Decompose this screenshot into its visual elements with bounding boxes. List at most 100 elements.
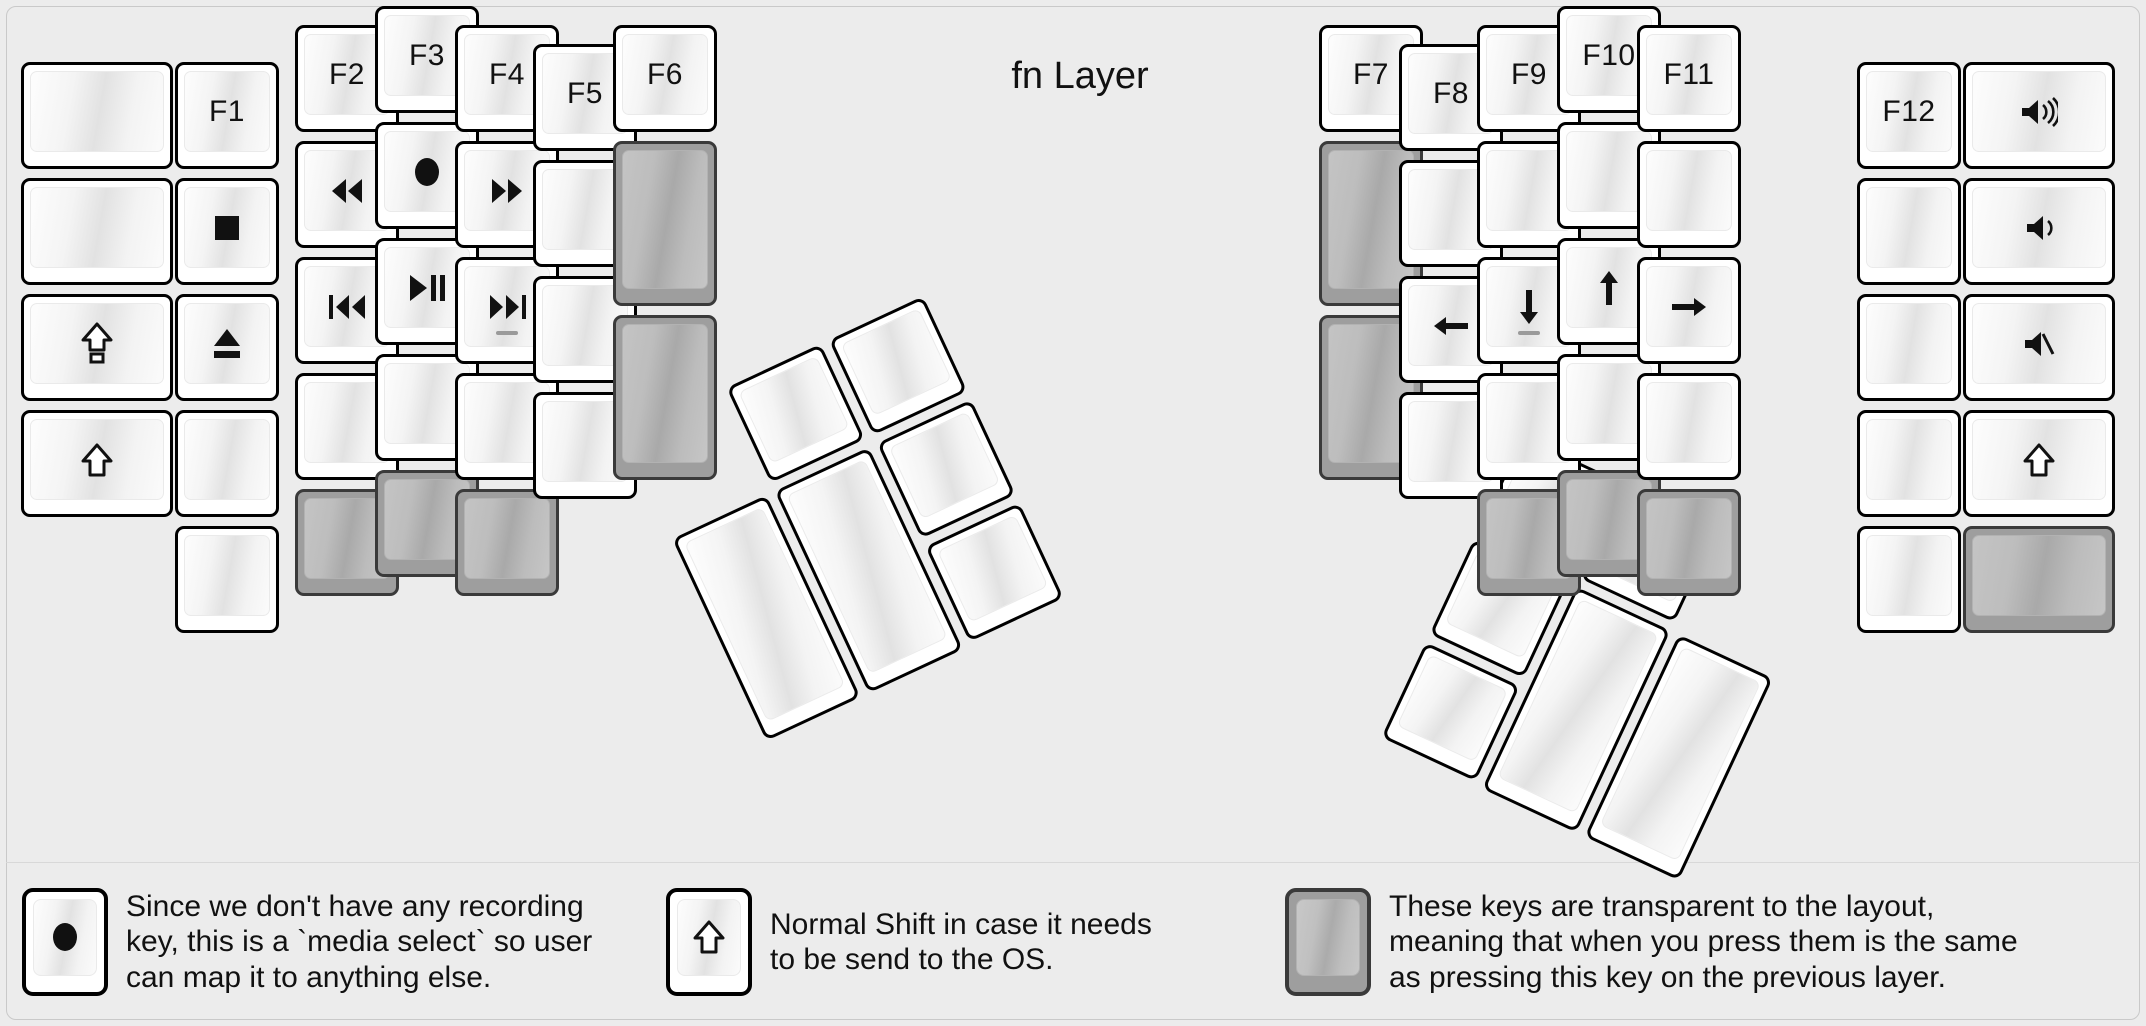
media-record-icon	[26, 892, 104, 992]
key-label: F9	[1510, 57, 1547, 91]
key-left-col-outer-left-0[interactable]	[21, 62, 173, 169]
volume-mute-icon	[1966, 297, 2112, 398]
homing-bar	[496, 331, 518, 335]
media-record-icon	[378, 125, 476, 226]
key-cap	[1866, 71, 1952, 152]
key-right-col-ring-r-0[interactable]: F11	[1637, 25, 1741, 132]
key-right-col-pinky-r-4[interactable]	[1857, 526, 1961, 633]
key-blank	[1860, 181, 1958, 282]
key-cap	[184, 71, 270, 152]
key-label: F1	[208, 94, 245, 128]
legend-key-0	[22, 888, 108, 996]
key-blank	[616, 318, 714, 477]
media-rewind-icon	[298, 144, 396, 245]
media-play-pause-icon	[378, 241, 476, 342]
key-label: F4	[488, 57, 525, 91]
key-left-col-pinky-1[interactable]	[175, 178, 279, 285]
key-right-col-pinky-r-1[interactable]	[1857, 178, 1961, 285]
key-cap	[622, 324, 708, 463]
key-cap	[1866, 187, 1952, 268]
key-left-col-innermost-2[interactable]	[613, 315, 717, 480]
key-cap	[1646, 498, 1732, 579]
key-blank	[178, 413, 276, 514]
key-cap	[464, 498, 550, 579]
shift-icon	[24, 413, 170, 514]
key-blank	[1860, 529, 1958, 630]
key-blank	[1860, 413, 1958, 514]
arrow-left-icon	[1402, 279, 1500, 380]
arrow-right-icon	[1640, 260, 1738, 361]
key-left-col-index-4[interactable]	[455, 489, 559, 596]
key-cap	[30, 187, 164, 268]
media-stop-icon	[178, 181, 276, 282]
key-right-col-outer-right-0[interactable]	[1963, 62, 2115, 169]
key-label: F10	[1582, 38, 1636, 72]
key-left-col-pinky-2[interactable]	[175, 294, 279, 401]
key-cap	[1972, 535, 2106, 616]
key-cap	[1972, 71, 2106, 152]
key-right-col-outer-right-3[interactable]	[1963, 410, 2115, 517]
media-next-track-icon	[458, 260, 556, 361]
key-label: F5	[566, 76, 603, 110]
key-left-col-innermost-1[interactable]	[613, 141, 717, 306]
legend-item-2: These keys are transparent to the layout…	[1285, 888, 2146, 996]
legend-key-1	[666, 888, 752, 996]
legend-text-2: These keys are transparent to the layout…	[1389, 889, 2018, 994]
key-blank	[1640, 492, 1738, 593]
shift-icon	[670, 892, 748, 992]
key-left-col-outer-left-3[interactable]	[21, 410, 173, 517]
legend-text-1: Normal Shift in case it needs to be send…	[770, 907, 1152, 976]
caps-lock-icon	[24, 297, 170, 398]
key-cap	[1972, 303, 2106, 384]
key-right-col-outer-right-4[interactable]	[1963, 526, 2115, 633]
key-cap	[30, 71, 164, 152]
media-prev-track-icon	[298, 260, 396, 361]
key-cap	[1866, 419, 1952, 500]
key-cap	[1866, 303, 1952, 384]
homing-bar	[1518, 331, 1540, 335]
volume-down-icon	[1966, 181, 2112, 282]
key-blank	[24, 65, 170, 166]
key-cap	[1296, 899, 1360, 976]
media-eject-icon	[178, 297, 276, 398]
key-right-col-outer-right-2[interactable]	[1963, 294, 2115, 401]
key-label: F11	[1663, 57, 1715, 91]
legend-item-0: Since we don't have any recording key, t…	[22, 888, 646, 996]
key-blank	[1640, 144, 1738, 245]
key-right-col-outer-right-1[interactable]	[1963, 178, 2115, 285]
arrow-up-icon	[1560, 241, 1658, 342]
key-cap	[1646, 34, 1732, 115]
key-cap	[622, 34, 708, 115]
key-blank	[1289, 892, 1367, 992]
key-right-col-pinky-r-2[interactable]	[1857, 294, 1961, 401]
legend-divider	[6, 862, 2140, 863]
key-cap	[1972, 419, 2106, 500]
legend-key-2	[1285, 888, 1371, 996]
key-blank	[178, 529, 276, 630]
page-title: fn Layer	[1011, 55, 1149, 97]
legend-text-0: Since we don't have any recording key, t…	[126, 889, 593, 994]
key-blank	[1860, 297, 1958, 398]
key-left-col-pinky-4[interactable]	[175, 526, 279, 633]
key-right-col-ring-r-4[interactable]	[1637, 489, 1741, 596]
key-label: F8	[1432, 76, 1469, 110]
key-left-col-pinky-3[interactable]	[175, 410, 279, 517]
key-cap	[184, 535, 270, 616]
key-cap	[1866, 535, 1952, 616]
key-cap	[184, 419, 270, 500]
key-right-col-ring-r-1[interactable]	[1637, 141, 1741, 248]
shift-icon	[1966, 413, 2112, 514]
key-left-col-outer-left-1[interactable]	[21, 178, 173, 285]
key-cap	[622, 150, 708, 289]
key-left-col-innermost-0[interactable]: F6	[613, 25, 717, 132]
legend-item-1: Normal Shift in case it needs to be send…	[666, 888, 1190, 996]
key-right-col-ring-r-2[interactable]	[1637, 257, 1741, 364]
key-left-col-pinky-0[interactable]: F1	[175, 62, 279, 169]
key-left-col-outer-left-2[interactable]	[21, 294, 173, 401]
key-right-col-ring-r-3[interactable]	[1637, 373, 1741, 480]
key-cap	[1646, 382, 1732, 463]
key-label: F3	[408, 38, 445, 72]
key-right-col-pinky-r-3[interactable]	[1857, 410, 1961, 517]
key-right-col-pinky-r-0[interactable]: F12	[1857, 62, 1961, 169]
